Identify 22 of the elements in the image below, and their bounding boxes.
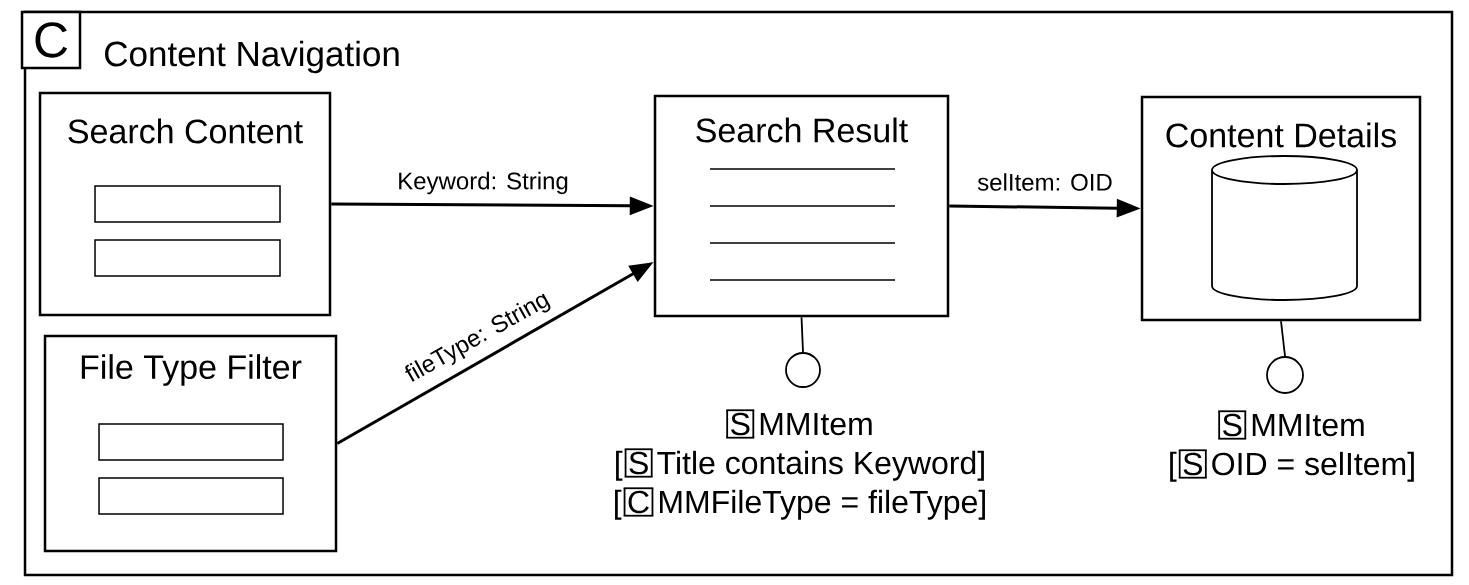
condition-text: MMItem (1252, 414, 1364, 437)
condition-text: [ (615, 489, 622, 520)
condition-text: MMFileType = fileType] (660, 489, 985, 520)
page-box: Content Details (1140, 95, 1422, 322)
edge-label: Keyword: String (399, 171, 568, 195)
edge-label: selItem: OID (977, 173, 1112, 191)
letter-box: C (20, 10, 82, 70)
boxed-letter: S (725, 409, 756, 439)
boxed-letter: S (1177, 449, 1208, 479)
condition-text: OID = selItem] (1212, 451, 1414, 482)
page-box: Search Content (38, 91, 332, 317)
boxed-letter: C (622, 487, 655, 517)
boxed-letter: S (623, 448, 654, 478)
condition-text: [ (616, 450, 623, 481)
boxed-letter: S (1217, 410, 1248, 440)
condition-text: [ (1170, 451, 1177, 482)
page-box: File Type Filter (43, 334, 338, 553)
condition-text: MMItem (760, 413, 872, 436)
port-circle (785, 352, 821, 388)
port-circle (1266, 356, 1304, 394)
page-box: Search Result (653, 94, 950, 318)
condition-text: Title contains Keyword] (657, 450, 984, 481)
